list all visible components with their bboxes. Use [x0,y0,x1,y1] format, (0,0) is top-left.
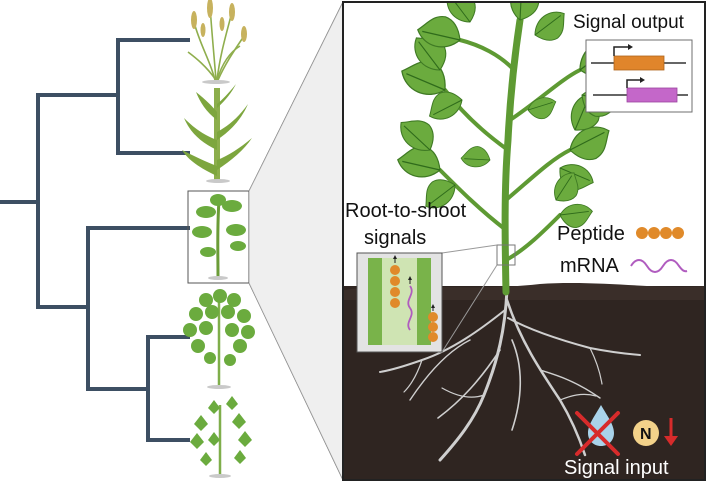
soybean-plant-icon [183,289,255,389]
phylogenetic-tree [0,38,190,442]
tomato-plant-icon [192,194,246,280]
nitrogen-decrease-icon: N [633,418,678,446]
mrna-icon [630,259,688,273]
zoom-cone [249,2,343,480]
peptide-icon [636,227,684,239]
orange-gene [613,55,665,71]
root-to-shoot-inset [356,252,443,353]
cotton-plant-icon [190,396,252,478]
nitrogen-symbol: N [640,426,652,443]
root-to-shoot-label-line2: signals [364,227,426,249]
main-panel-border [342,1,706,481]
stem-zoom-box [496,244,516,266]
peptide-label: Peptide [557,223,625,245]
signal-output-label: Signal output [573,12,685,33]
maize-plant-icon [182,84,252,183]
water-drop-crossed-icon [575,405,620,456]
purple-gene [626,87,678,103]
tomato-stem [501,16,524,296]
signal-input-label: Signal input [564,457,669,479]
signal-output-box [585,39,693,113]
mrna-label: mRNA [560,255,620,277]
wheat-plant-icon [187,0,247,84]
root-to-shoot-label-line1: Root-to-shoot [345,200,467,222]
roots [379,288,641,462]
